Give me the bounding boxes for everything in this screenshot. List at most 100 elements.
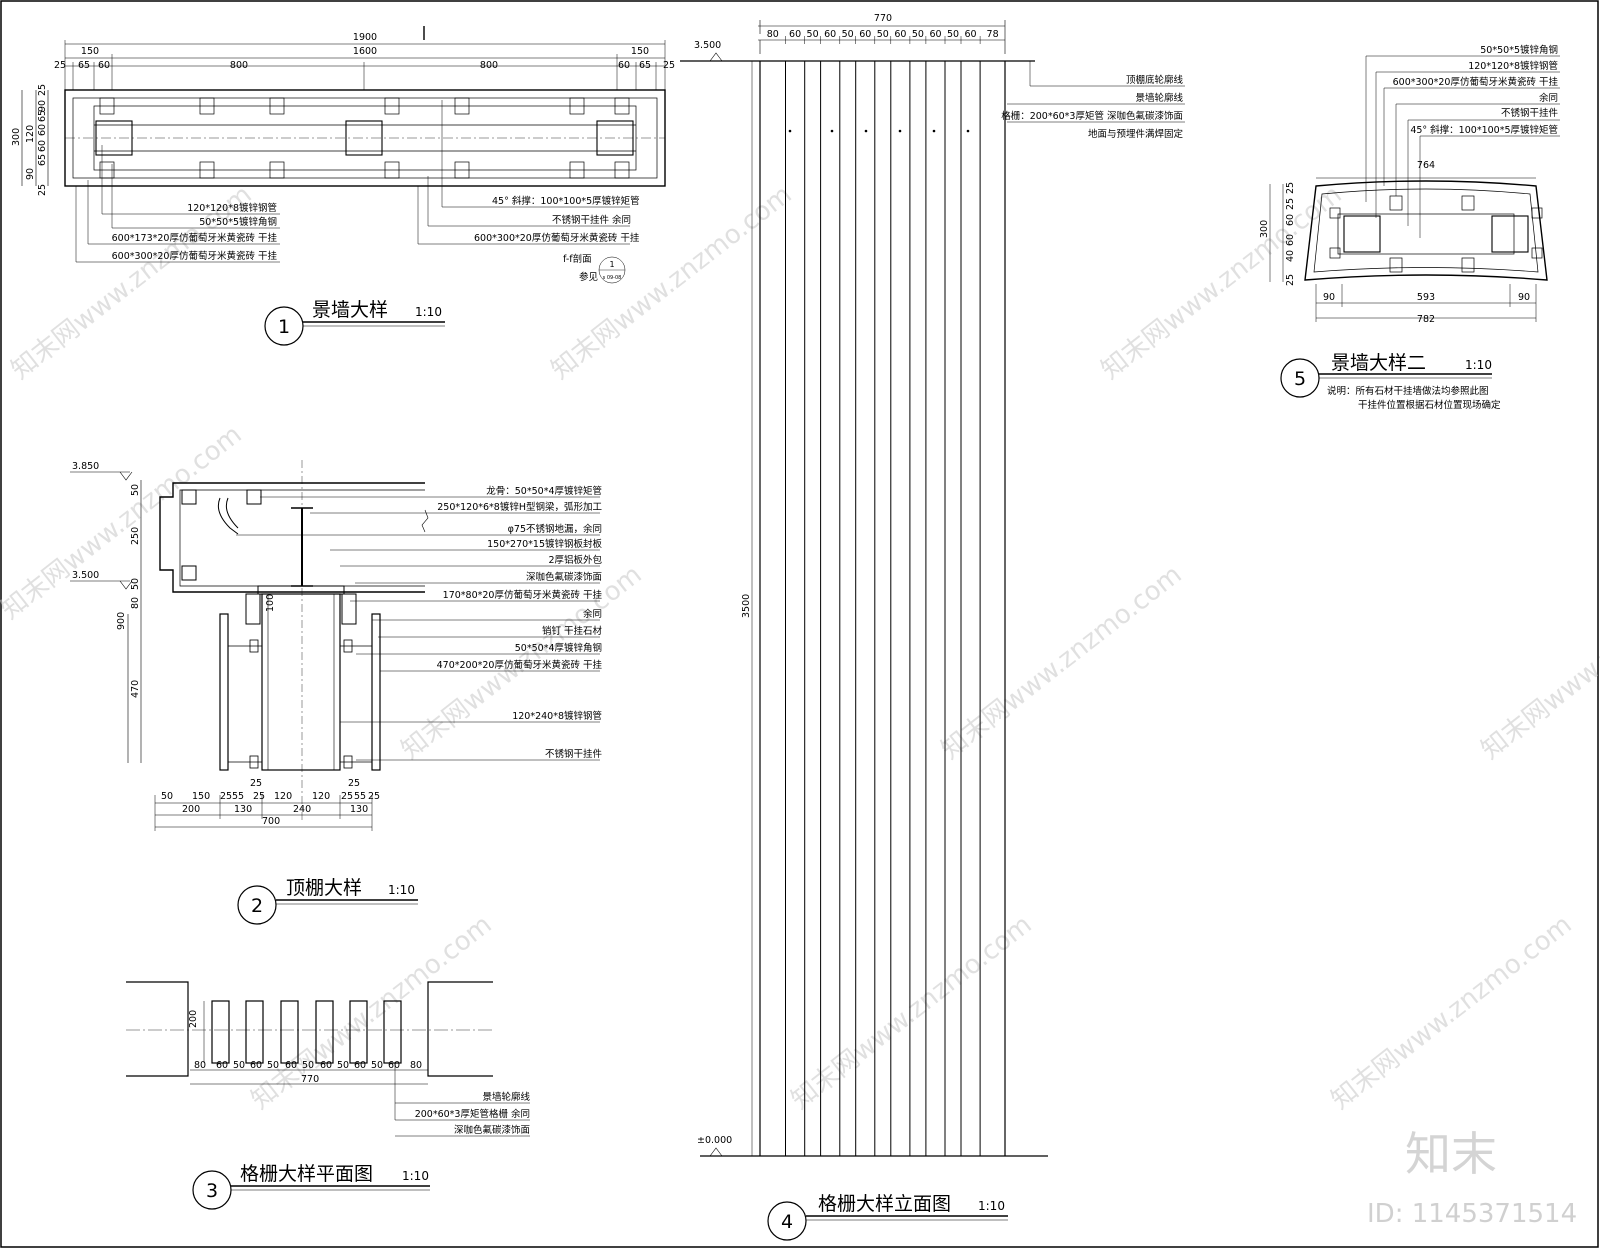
weld-point [830,129,834,133]
dim: 78 [987,29,999,40]
annotation: 50*50*4厚镀锌角钢 [515,642,602,654]
annotation: 格栅：200*60*3厚矩管 深咖色氟碳漆饰面 [1001,110,1183,122]
annotation: 景墙轮廓线 [482,1091,530,1103]
dim: 50 [267,1060,279,1071]
annotation: 龙骨：50*50*4厚镀锌矩管 [486,485,602,497]
dim: 50 [371,1060,383,1071]
weld-point [966,129,970,133]
dim: 60 [859,29,871,40]
detail-scale: 1:10 [1465,358,1492,372]
dim: 50 [130,484,141,496]
annotation: 470*200*20厚仿葡萄牙米黄瓷砖 干挂 [437,659,603,671]
annotation: 销钉 干挂石材 [542,625,603,637]
annotation: 深咖色氟碳漆饰面 [454,1124,530,1136]
detail-3-grille-plan [126,981,530,1210]
note-line: 说明：所有石材干挂墙做法均参照此图 [1327,385,1489,397]
annotation: 余同 [1539,92,1558,104]
dim: 50 [233,1060,245,1071]
annotation: 50*50*5镀锌角钢 [1480,44,1558,56]
dim: 50 [912,29,924,40]
dim: 60 [250,1060,262,1071]
dim: 80 [767,29,779,40]
dim: 60 [929,29,941,40]
dim: 25 [341,791,353,802]
annotation: 200*60*3厚矩管格栅 余同 [415,1108,530,1120]
dim: 60 [216,1060,228,1071]
elevation: 3.850 [72,461,99,472]
detail-number: 4 [781,1211,793,1233]
dim: 130 [234,804,252,815]
dim: 60 [824,29,836,40]
weld-point [864,129,868,133]
dim: 50 [337,1060,349,1071]
dim: 55 [232,791,244,802]
weld-point [932,129,936,133]
dim: 65 [639,60,651,71]
annotation: 深咖色氟碳漆饰面 [526,571,602,583]
annotation: 不锈钢干挂件 [545,748,603,760]
annotation: 120*120*8镀锌钢管 [187,202,277,214]
dim: 800 [230,60,248,71]
watermark-logo: 知末 ID: 1145371514 [1367,1127,1577,1229]
detail-scale: 1:10 [415,305,442,319]
dim: 60 [1285,234,1296,246]
dim: 50 [842,29,854,40]
detail-3-labels: 200 80 60 50 60 50 60 50 60 50 60 50 60 … [188,1010,530,1202]
dim: 700 [262,816,280,827]
dim: 770 [874,13,892,24]
dim: 1600 [353,46,377,57]
annotation: 2厚铝板外包 [548,554,602,566]
elevation: ±0.000 [697,1135,732,1146]
dim: 25 [1285,182,1296,194]
dim: 100 [265,594,276,612]
watermark-text: 知末网www.znzmo.com [1096,180,1348,386]
dim: 150 [81,46,99,57]
annotation: 45° 斜撑：100*100*5厚镀锌矩管 [492,195,640,207]
watermark-id: ID: 1145371514 [1367,1199,1577,1229]
dim: 25 [368,791,380,802]
dim: 90 [1518,292,1530,303]
ref-sheet: s 09-08 [603,275,622,281]
dim: 1900 [353,32,377,43]
dim: 90 [37,100,48,112]
detail-title: 格栅大样平面图 [240,1163,373,1185]
dim: 40 [1285,250,1296,262]
detail-1-landscape-wall [21,26,666,346]
watermark-text: 知末网www.znzmo.com [936,560,1188,766]
annotation: 50*50*5镀锌角钢 [199,216,277,228]
dim: 50 [807,29,819,40]
dim: 120 [274,791,292,802]
dim: 50 [161,791,173,802]
detail-4-grille-elevation [680,20,1185,1241]
detail-title: 顶棚大样 [286,877,362,899]
annotation: φ75不锈钢地漏，余同 [508,523,602,535]
dim: 120 [25,125,36,143]
dim: 25 [37,184,48,196]
detail-5-labels: 50*50*5镀锌角钢 120*120*8镀锌钢管 600*300*20厚仿葡萄… [1259,44,1558,411]
detail-number: 5 [1294,368,1306,390]
detail-2-canopy [70,460,600,925]
dim: 200 [182,804,200,815]
dim: 80 [410,1060,422,1071]
detail-scale: 1:10 [402,1169,429,1183]
dim: 250 [130,527,141,545]
detail-2-labels: 3.850 3.500 50 250 50 80 900 470 100 25 … [72,461,602,917]
watermark-text: 知末网www.znzmo.com [786,910,1038,1116]
dim: 60 [618,60,630,71]
annotation: 600*300*20厚仿葡萄牙米黄瓷砖 干挂 [1393,76,1559,88]
dim: 770 [301,1074,319,1085]
annotation: 120*240*8镀锌钢管 [512,710,602,722]
dim: 130 [350,804,368,815]
dim: 25 [250,778,262,789]
ref-number: 1 [609,260,614,269]
dim: 120 [312,791,330,802]
detail-number: 2 [251,895,263,917]
dim: 300 [1259,220,1270,238]
dim: 50 [877,29,889,40]
detail-title: 景墙大样二 [1331,352,1426,374]
watermark-logo-text: 知末 [1405,1127,1497,1181]
dim: 60 [285,1060,297,1071]
dim: 90 [25,168,36,180]
